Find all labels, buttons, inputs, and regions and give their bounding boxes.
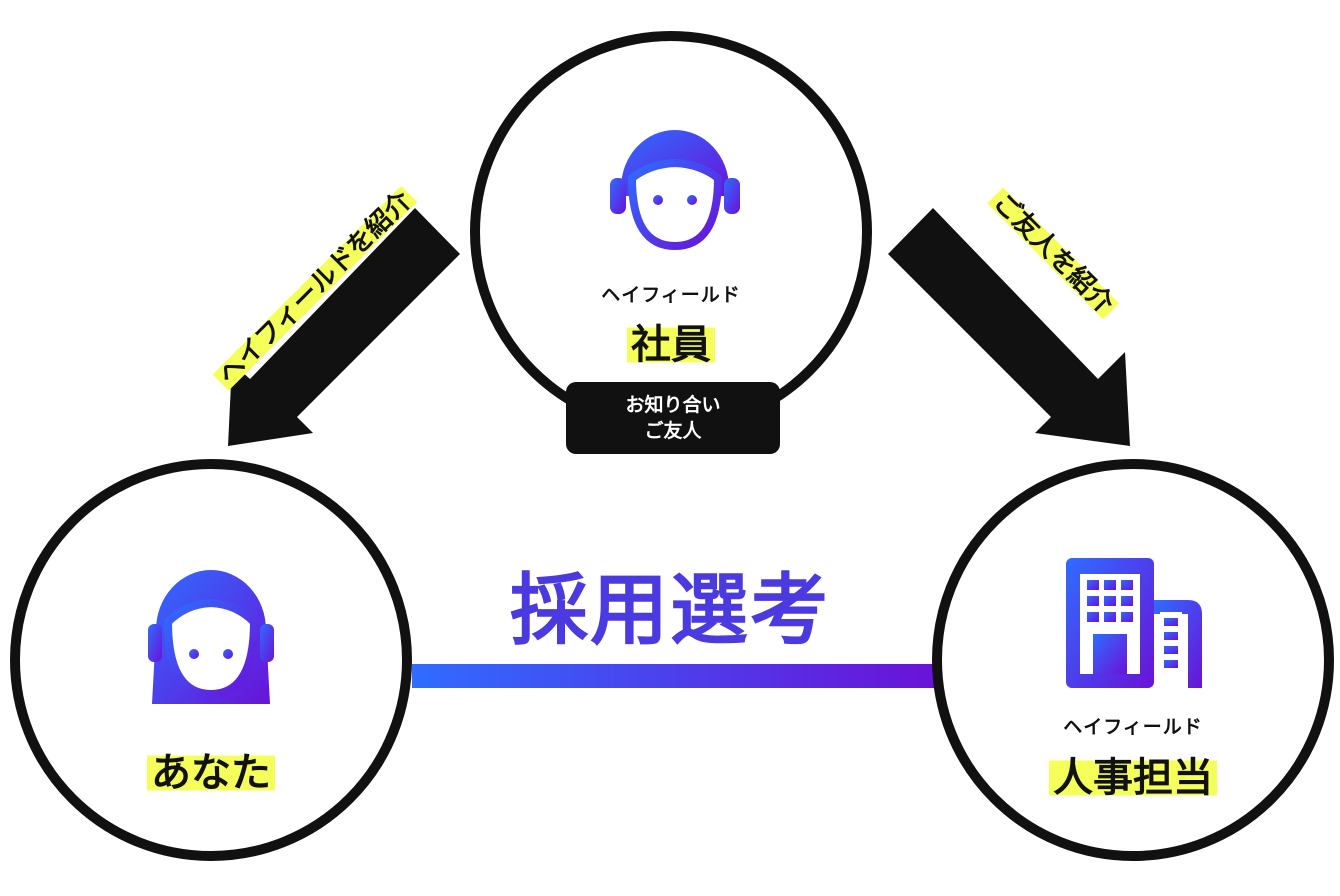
selection-label: 採用選考 xyxy=(509,566,830,656)
left-arrow xyxy=(228,208,460,446)
employee-avatar-icon xyxy=(610,130,740,251)
badge-line-1: お知り合い xyxy=(625,394,721,416)
building-icon xyxy=(1066,558,1202,688)
selection-connector-line xyxy=(412,664,937,688)
hr-company-label: ヘイフィールド xyxy=(1063,716,1203,738)
right-arrow xyxy=(888,208,1130,446)
badge: お知り合い ご友人 xyxy=(566,392,780,444)
hr-role-wrap: 人事担当 xyxy=(1013,745,1253,803)
hr-role-label: 人事担当 xyxy=(1049,755,1217,801)
employee-role-label: 社員 xyxy=(627,322,715,368)
you-label-wrap: あなた xyxy=(111,740,311,798)
you-avatar-icon xyxy=(148,570,274,704)
employee-role-wrap: 社員 xyxy=(571,312,771,370)
badge-line-2: ご友人 xyxy=(644,420,702,442)
employee-company-label: ヘイフィールド xyxy=(601,284,741,306)
badge-background xyxy=(566,382,780,454)
you-label: あなた xyxy=(147,750,275,796)
